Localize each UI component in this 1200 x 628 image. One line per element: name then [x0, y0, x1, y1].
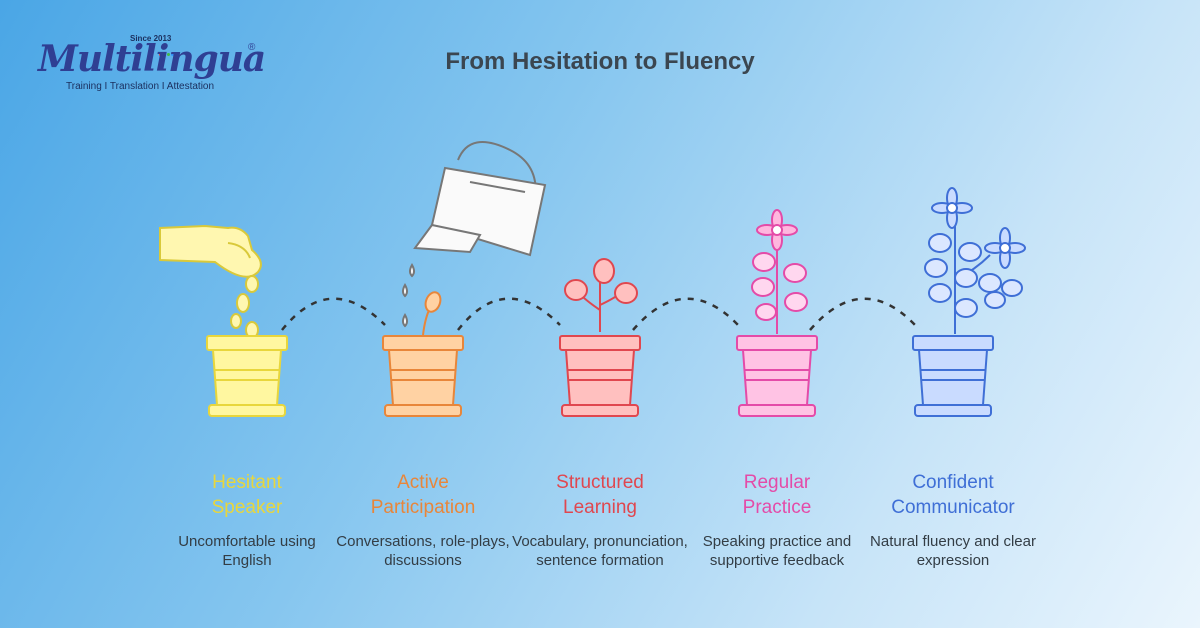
stage-title-line2: Practice: [742, 497, 812, 518]
logo-brand: Multilingua: [38, 38, 266, 80]
pot-1: [206, 335, 288, 417]
stage-title-line2: Communicator: [891, 497, 1015, 518]
pot-3: [559, 335, 641, 417]
stage-description-4: Speaking practice and supportive feedbac…: [702, 533, 852, 569]
connector-2: [457, 297, 561, 331]
stage-title-line2: Learning: [563, 497, 637, 518]
connector-3: [632, 297, 739, 331]
stage-title-line2: Participation: [370, 497, 476, 518]
stage-title-line1: Regular: [743, 472, 811, 493]
stage-title-line1: Hesitant: [212, 472, 282, 493]
watering-can-icon: [402, 141, 547, 328]
stage-title-line1: Confident: [912, 472, 994, 493]
stage-title-line1: Structured: [556, 472, 644, 493]
full-bloom-plant-icon: [924, 187, 1026, 334]
page-title: From Hesitation to Fluency: [445, 48, 755, 75]
logo: Since 2013 Multilingua ® Training I Tran…: [38, 34, 268, 94]
connector-4: [809, 297, 916, 331]
sprout-icon: [564, 258, 638, 332]
hand-seeds-icon: [159, 224, 262, 339]
stage-title-line1: Active: [397, 472, 449, 493]
seedling-icon: [422, 291, 442, 336]
logo-registered: ®: [248, 42, 256, 53]
connector-1: [281, 297, 386, 331]
pot-4: [736, 335, 818, 417]
pots: [206, 335, 994, 417]
logo-dots: [159, 43, 179, 61]
flowering-plant-icon: [751, 209, 808, 334]
stage-description-5: Natural fluency and clear expression: [870, 533, 1036, 569]
stage-title-line2: Speaker: [211, 497, 283, 518]
logo-since: Since 2013: [130, 34, 172, 43]
pot-2: [382, 335, 464, 417]
logo-tagline: Training I Translation I Attestation: [66, 81, 215, 92]
stage-description-1: Uncomfortable using English: [178, 533, 316, 569]
pot-5: [912, 335, 994, 417]
stage-description-2: Conversations, role-plays, discussions: [336, 533, 510, 569]
stage-description-3: Vocabulary, pronunciation, sentence form…: [512, 533, 688, 569]
connectors: [281, 297, 916, 331]
